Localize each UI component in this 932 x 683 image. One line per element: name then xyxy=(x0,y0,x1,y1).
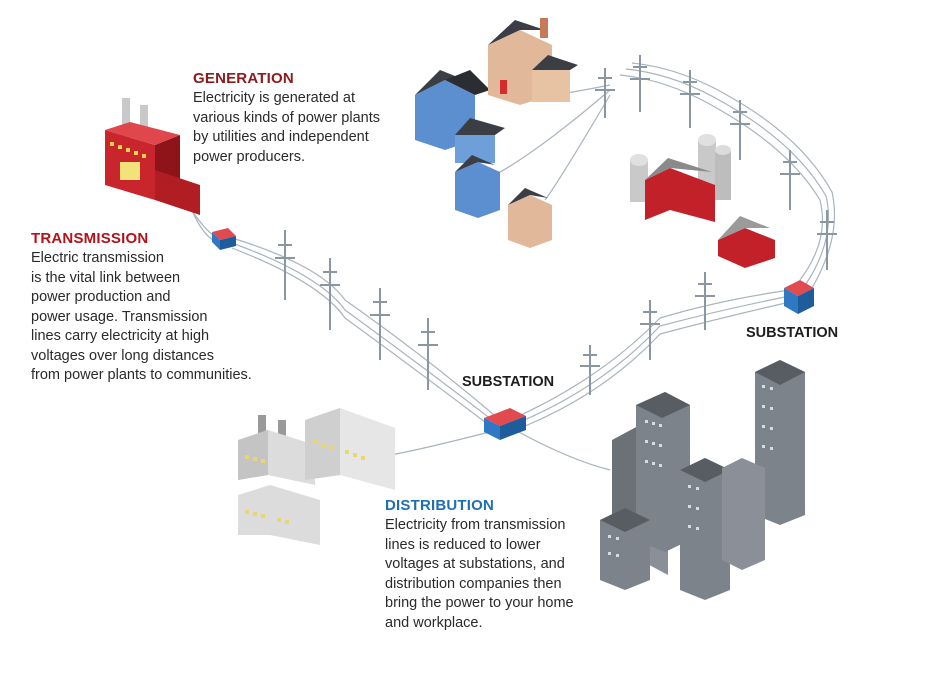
distribution-text: Electricity from transmission lines is r… xyxy=(385,517,574,631)
generation-section: GENERATION Electricity is generated at v… xyxy=(193,70,380,167)
residential-houses xyxy=(415,18,578,248)
right-substation xyxy=(784,280,814,314)
transmission-substation xyxy=(212,228,236,250)
generation-heading: GENERATION xyxy=(193,70,294,87)
substation-label-right: SUBSTATION xyxy=(746,325,839,341)
industrial-buildings xyxy=(238,408,395,545)
distribution-section: DISTRIBUTION Electricity from transmissi… xyxy=(385,497,574,633)
transmission-text: Electric transmission is the vital link … xyxy=(31,250,252,383)
transmission-towers xyxy=(275,55,837,395)
central-substation xyxy=(484,408,526,440)
farm-buildings xyxy=(630,134,775,268)
distribution-heading: DISTRIBUTION xyxy=(385,497,495,514)
generation-text: Electricity is generated at various kind… xyxy=(193,90,380,165)
transmission-section: TRANSMISSION Electric transmission is th… xyxy=(31,230,252,386)
city-skyscrapers xyxy=(600,360,805,600)
transmission-heading: TRANSMISSION xyxy=(31,230,149,247)
substation-label-center: SUBSTATION xyxy=(462,374,555,390)
power-plant xyxy=(105,98,200,215)
